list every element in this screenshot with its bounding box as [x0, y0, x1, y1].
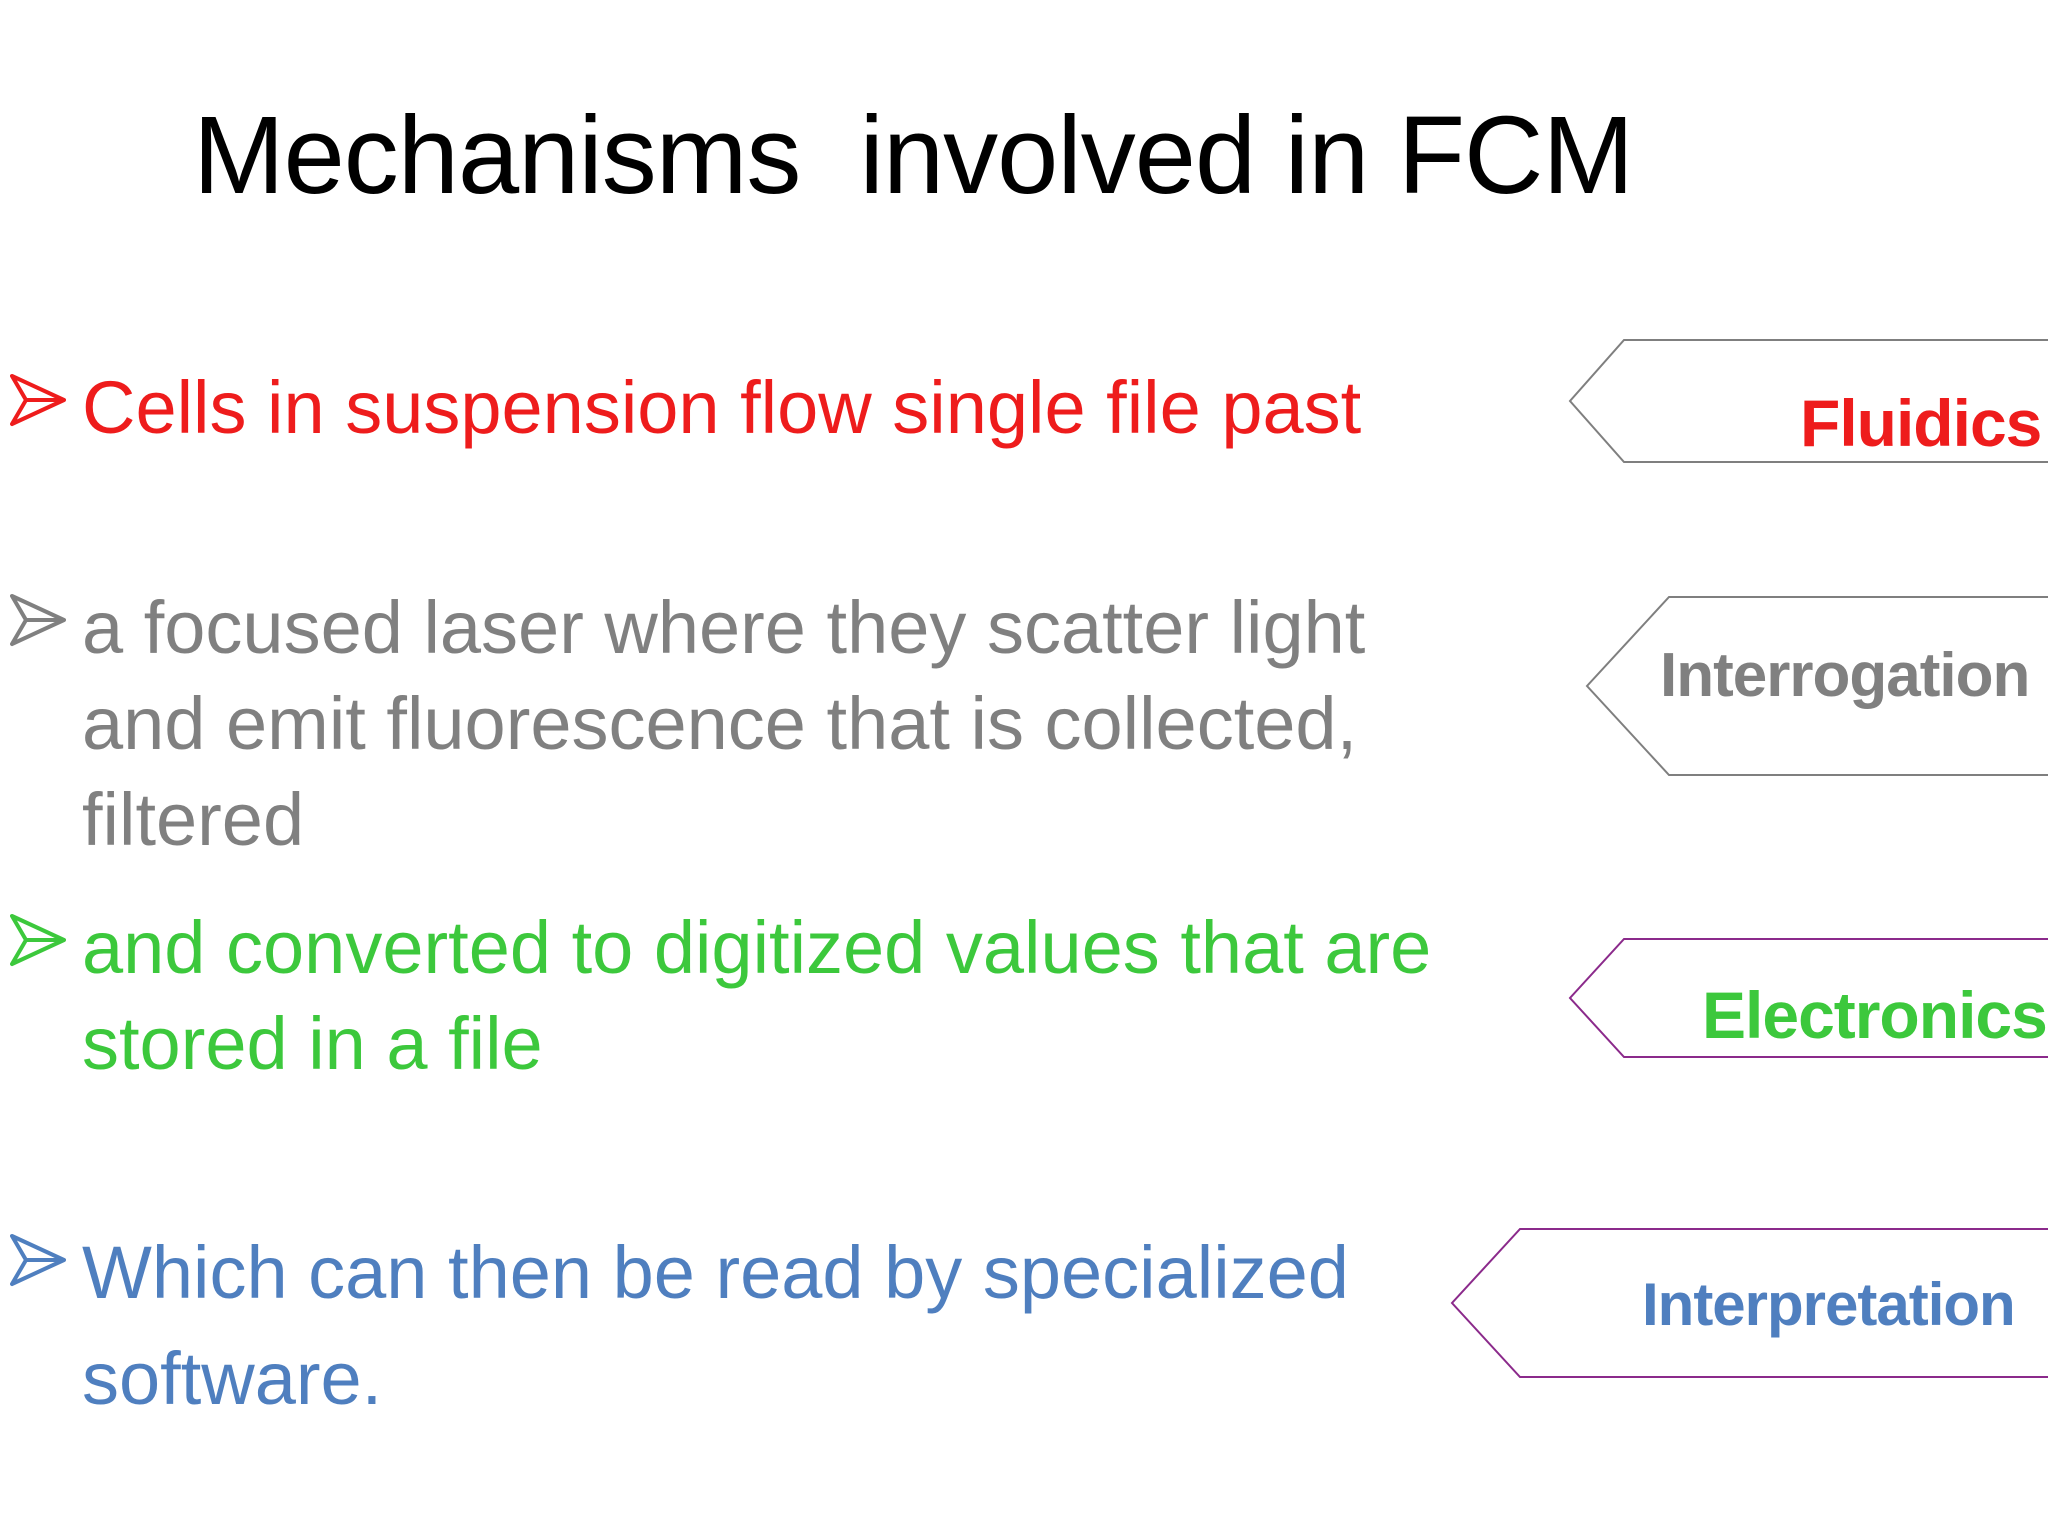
fluidics-stage-label: Fluidics: [1800, 386, 2042, 460]
bullet-text: a focused laser where they scatter light…: [82, 586, 1366, 861]
bullet-text: and converted to digitized values that a…: [82, 906, 1432, 1085]
bullet-text: Cells in suspension flow single file pas…: [82, 366, 1362, 449]
interpretation-stage-shape: [1450, 1228, 2048, 1378]
interrogation-stage-label: Interrogation: [1660, 641, 2030, 710]
arrow-bullet-icon: [10, 914, 66, 966]
arrow-bullet-icon: [10, 374, 66, 426]
fluidics-stage-shape: [1568, 339, 2048, 463]
arrow-bullet-icon: [10, 594, 66, 646]
arrow-bullet-icon: [10, 1234, 66, 1286]
interpretation-stage-label: Interpretation: [1642, 1271, 2016, 1338]
slide-title: Mechanisms involved in FCM: [193, 94, 1634, 217]
electronics-stage-shape: [1568, 938, 2048, 1058]
interrogation-stage-shape: [1585, 596, 2048, 776]
bullet-text: Which can then be read by specialized so…: [82, 1231, 1349, 1420]
electronics-stage-label: Electronics: [1702, 978, 2048, 1052]
